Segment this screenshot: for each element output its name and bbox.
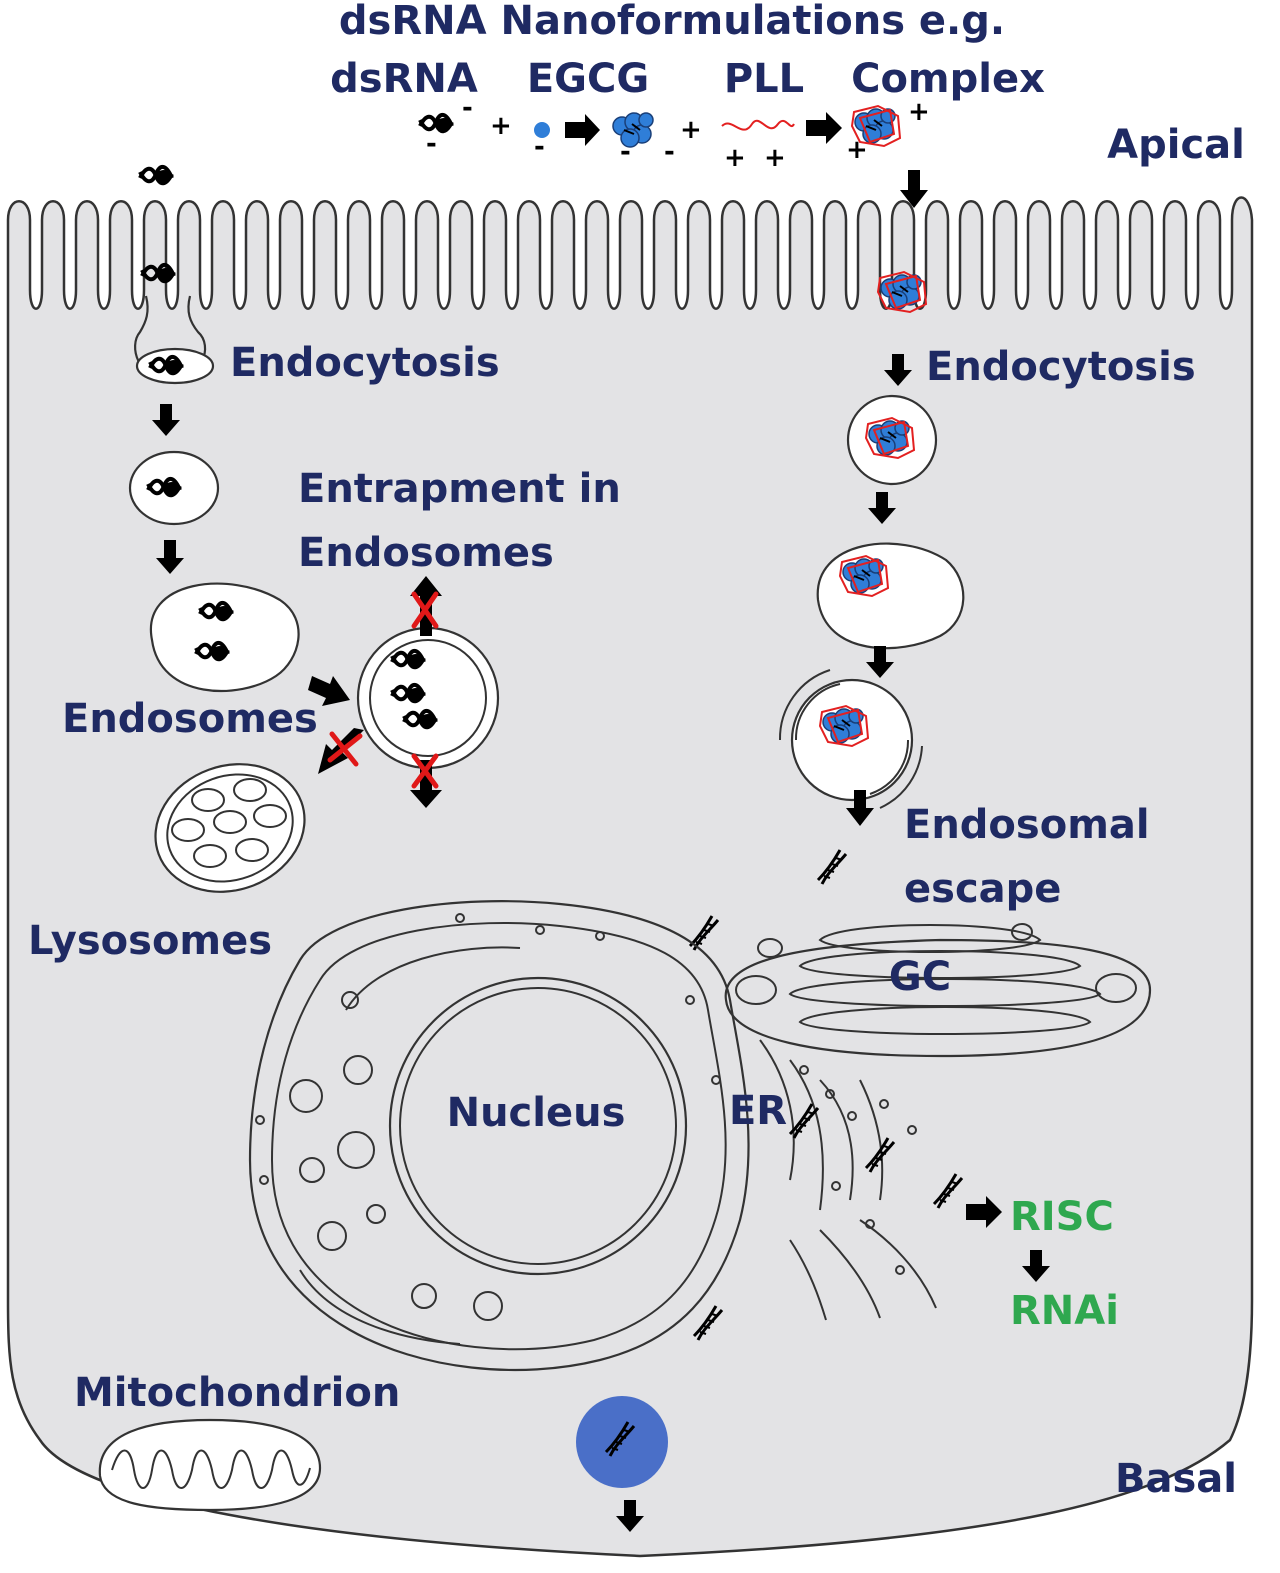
endocytosis-right-label: Endocytosis [926,344,1196,390]
arrow-icon [1022,1250,1050,1282]
nucleus [388,976,688,1276]
arrow-icon [565,114,600,146]
arrow-icon [616,1500,644,1532]
late-endosome-inner [369,639,487,757]
nucleus-label: Nucleus [447,1090,626,1136]
mitochondrion-label: Mitochondrion [74,1370,400,1416]
component-complex-label: Complex [851,56,1045,102]
cell-membrane [6,196,1254,1558]
membrane-fragment [879,745,923,809]
lysosomes-label: Lysosomes [28,918,272,964]
basal-label: Basal [1115,1456,1237,1502]
arrow-icon [866,646,894,678]
arrow-icon [900,170,928,208]
arrow-icon [846,790,874,826]
er-cisterna [345,946,521,1011]
apical-label: Apical [1107,122,1245,168]
complex-icon [612,112,654,148]
egcg-dot-icon [534,122,550,138]
endosomes-label: Endosomes [62,696,318,742]
entrapment-label-line2: Endosomes [298,530,554,576]
rnai-label: RNAi [1010,1288,1119,1334]
nuclear-envelope-outer [248,900,750,1372]
complex-icon [878,272,926,312]
risc-label: RISC [1010,1194,1114,1240]
header-title: dsRNA Nanoformulations e.g. [339,0,1005,44]
arrow-icon [156,540,184,574]
membrane-fragment [778,669,831,741]
mitochondrial-cristae [111,1449,311,1489]
arrow-icon [966,1196,1002,1228]
endosome [149,582,300,692]
dsrna-icon [138,164,174,186]
lysosome-inner-membrane [166,773,294,883]
endocytosis-left-label: Endocytosis [230,340,500,386]
membrane-fragment [869,739,910,795]
component-pll-label: PLL [724,56,804,102]
entrapment-label-line1: Entrapment in [298,466,621,512]
plus-sign: + [680,115,702,145]
plus-sign: + [908,97,930,127]
plus-sign: + [764,143,786,173]
plus-sign: + [846,135,868,165]
plus-sign: + [724,143,746,173]
pll-strand-icon [721,119,795,131]
er-cisterna [299,1269,461,1345]
perinuclear-vesicles [255,913,721,1321]
blocked-x-icon [411,591,439,629]
arrow-icon [308,676,350,706]
minus-sign: - [620,137,631,167]
arrow-icon [806,112,842,144]
component-egcg-label: EGCG [527,56,649,102]
endosomal-escape-label-line2: escape [904,866,1061,912]
rough-er [759,1039,937,1321]
minus-sign: - [534,132,545,162]
rupturing-endosome [790,678,914,802]
exosome [576,1396,668,1488]
minus-sign: - [462,93,473,123]
late-endosome-outer [356,626,500,770]
nucleus-inner-membrane [399,987,677,1265]
arrow-icon [410,760,442,808]
lysosome-granules [171,778,287,868]
plus-sign: + [490,111,512,141]
membrane-fragment [794,683,841,741]
arrow-icon [152,404,180,436]
minus-sign: - [426,129,437,159]
gc-label: GC [889,954,951,1000]
component-dsrna-label: dsRNA [330,56,478,102]
blocked-x-icon [411,753,439,789]
nuclear-envelope-inner [270,922,727,1351]
endosome-complex [816,542,965,650]
minus-sign: - [664,137,675,167]
arrow-icon [884,354,912,386]
endosomal-escape-label-line1: Endosomal [904,802,1150,848]
blocked-x-icon [327,731,363,767]
golgi-complex [724,923,1152,1058]
er-label: ER [729,1088,787,1134]
arrow-icon [868,492,896,524]
